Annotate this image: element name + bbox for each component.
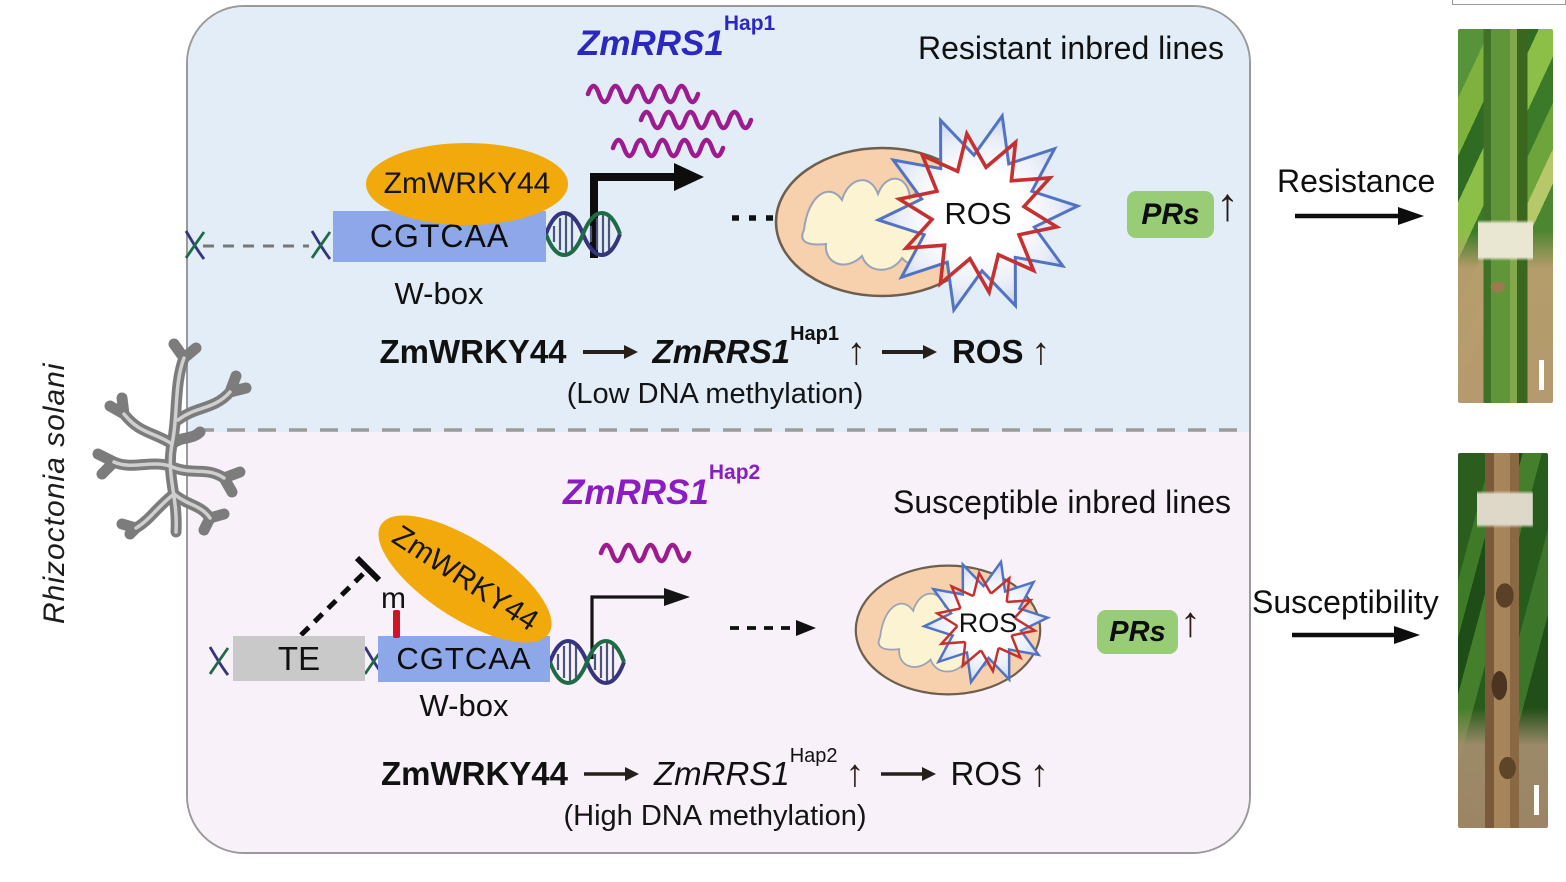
- methylation-note-bottom: (High DNA methylation): [563, 800, 867, 832]
- eq-gene: ZmRRS1Hap1: [652, 323, 839, 371]
- summary-equation-bottom: ZmWRKY44 ZmRRS1Hap2 ↑ ROS ↑: [330, 745, 1100, 796]
- methylation-mark: [393, 610, 400, 638]
- wrky44-ellipse-top: ZmWRKY44: [366, 143, 568, 225]
- signal-dashed-arrow-bottom: [730, 620, 816, 636]
- wbox-label-top: W-box: [394, 276, 484, 311]
- eq-gene: ZmRRS1Hap2: [654, 745, 838, 793]
- resistant-stem-photo: [1458, 29, 1553, 403]
- dna-helix-icon: [548, 639, 626, 685]
- transcription-arrow-bottom: [590, 588, 690, 659]
- mrna-waves-hap1: [585, 83, 754, 159]
- mrna-wave-hap2: [598, 542, 692, 564]
- resistance-arrow: [1295, 207, 1424, 225]
- susceptibility-arrow: [1292, 626, 1420, 644]
- scale-bar: [1539, 360, 1544, 390]
- resistant-lines-label: Resistant inbred lines: [918, 30, 1224, 66]
- haplotype-sup: Hap1: [723, 12, 776, 36]
- scale-bar: [1534, 785, 1539, 815]
- right-arrow-icon: [881, 345, 937, 359]
- susceptible-stem-photo: [1458, 453, 1548, 828]
- haplotype-sup: Hap2: [708, 461, 761, 485]
- methylation-note-top: (Low DNA methylation): [566, 378, 864, 410]
- pr-genes-box-bottom: PRs: [1097, 610, 1178, 654]
- te-inhibition-line: [299, 555, 382, 637]
- gene-title-hap2: ZmRRS1Hap2: [563, 461, 760, 513]
- dna-cross-icon: [310, 230, 332, 260]
- gene-name: ZmRRS1: [652, 333, 791, 370]
- dna-cross-icon: [208, 646, 230, 676]
- susceptible-lines-label: Susceptible inbred lines: [893, 484, 1231, 520]
- eq-signal: ROS: [950, 755, 1023, 792]
- eq-signal: ROS: [951, 333, 1024, 370]
- gene-name: ZmRRS1: [654, 755, 790, 792]
- up-arrow-icon: ↑: [1030, 753, 1050, 795]
- pr-genes-box-top: PRs: [1127, 191, 1214, 238]
- up-arrow-icon: ↑: [1031, 331, 1051, 373]
- ros-burst-top: [874, 112, 1082, 314]
- wbox-label-bottom: W-box: [419, 688, 509, 723]
- wbox-motif-bottom: CGTCAA: [378, 636, 550, 682]
- up-arrow-icon: ↑: [845, 753, 865, 795]
- up-arrow-icon: ↑: [1180, 598, 1201, 645]
- eq-tf: ZmWRKY44: [380, 755, 568, 792]
- up-arrow-icon: ↑: [1216, 178, 1239, 230]
- ros-label-top: ROS: [944, 196, 1012, 231]
- up-arrow-icon: ↑: [846, 331, 866, 373]
- gene-name: ZmRRS1: [563, 473, 709, 512]
- summary-equation-top: ZmWRKY44 ZmRRS1Hap1 ↑ ROS ↑: [330, 323, 1100, 374]
- ros-label-bottom: ROS: [958, 608, 1018, 638]
- dna-helix-icon: [544, 211, 622, 257]
- cropped-edge-artifact: [1452, 0, 1566, 5]
- fungal-hyphae-icon: [92, 338, 252, 540]
- transcription-arrow-top: [590, 163, 704, 258]
- right-arrow-icon: [880, 767, 936, 781]
- right-arrow-icon: [582, 345, 638, 359]
- susceptibility-outcome-label: Susceptibility: [1252, 584, 1439, 620]
- right-arrow-icon: [584, 767, 639, 781]
- gene-title-hap1: ZmRRS1Hap1: [578, 12, 775, 64]
- transposable-element-box: TE: [233, 636, 365, 681]
- resistance-outcome-label: Resistance: [1277, 163, 1436, 199]
- main-panel: [186, 5, 1251, 854]
- pathogen-label: Rhizoctonia solani: [38, 362, 71, 624]
- haplotype-sup: Hap2: [789, 745, 838, 767]
- ros-burst-bottom: [920, 558, 1052, 686]
- eq-tf: ZmWRKY44: [379, 333, 567, 370]
- haplotype-sup: Hap1: [790, 323, 839, 345]
- gene-name: ZmRRS1: [578, 24, 724, 63]
- dna-cross-icon: [184, 230, 206, 260]
- methylation-m-label: m: [381, 582, 406, 615]
